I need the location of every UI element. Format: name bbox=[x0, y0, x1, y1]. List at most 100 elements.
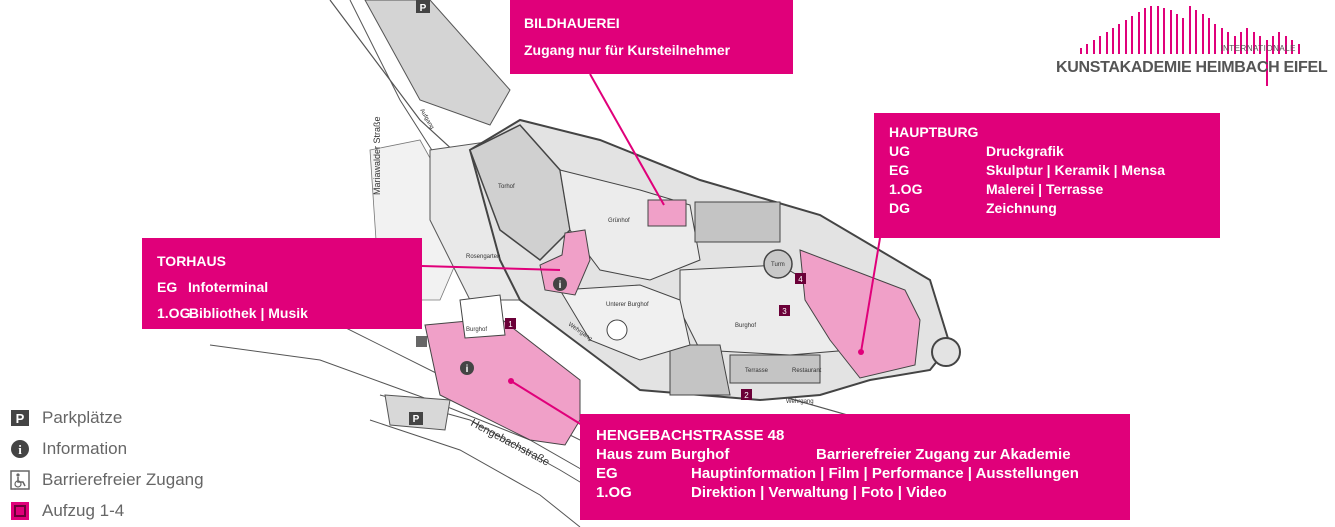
leader-torhaus bbox=[421, 265, 561, 271]
logo-title: KUNSTAKADEMIE HEIMBACH EIFEL bbox=[1056, 59, 1328, 76]
logo-bar bbox=[1182, 18, 1185, 54]
logo-bar bbox=[1163, 8, 1166, 54]
logo-bar bbox=[1188, 6, 1191, 54]
label-terrasse: Terrasse bbox=[745, 368, 769, 374]
svg-text:3: 3 bbox=[782, 307, 787, 316]
round-feature bbox=[606, 319, 628, 341]
svg-text:P: P bbox=[16, 411, 25, 426]
svg-text:P: P bbox=[413, 414, 420, 425]
label-turm: Turm bbox=[771, 262, 785, 268]
box-title: HAUPTBURG bbox=[889, 124, 979, 140]
logo-bar bbox=[1284, 36, 1287, 54]
logo-bar bbox=[1112, 28, 1114, 54]
box-row: 1.OG Bibliothek | Musik bbox=[157, 305, 308, 321]
svg-text:2: 2 bbox=[744, 391, 749, 400]
legend-item-parking: P Parkplätze bbox=[10, 402, 270, 433]
svg-text:4: 4 bbox=[798, 275, 803, 284]
svg-text:i: i bbox=[18, 442, 22, 457]
leader-hengebach bbox=[510, 380, 583, 426]
street-label-mariawalder: Mariawalder Straße bbox=[372, 116, 382, 195]
road-hengebach-b bbox=[369, 419, 581, 527]
logo-bar bbox=[1272, 36, 1274, 54]
svg-text:1: 1 bbox=[508, 320, 513, 329]
box-line: Zugang nur für Kursteilnehmer bbox=[524, 42, 731, 58]
box-title: HENGEBACHSTRASSE 48 bbox=[596, 427, 785, 444]
wheelchair-icon bbox=[416, 336, 427, 347]
building-strip bbox=[364, 0, 511, 126]
burghof-building bbox=[459, 294, 506, 339]
logo-bar bbox=[1176, 14, 1178, 54]
logo-bar bbox=[1131, 16, 1134, 54]
logo-bar bbox=[1208, 18, 1210, 54]
svg-text:i: i bbox=[559, 280, 562, 291]
label-gruenhof: Grünhof bbox=[608, 218, 630, 224]
building-east bbox=[694, 201, 781, 243]
leader-dot-hengebach bbox=[508, 378, 514, 384]
academy-logo: INTERNATIONALE KUNSTAKADEMIE HEIMBACH EI… bbox=[1050, 4, 1330, 88]
box-title: BILDHAUEREI bbox=[524, 15, 620, 31]
legend-label: Information bbox=[42, 438, 128, 458]
elevator-icon: 1 bbox=[505, 318, 516, 329]
logo-bar bbox=[1086, 44, 1089, 54]
logo-bar bbox=[1150, 6, 1153, 54]
logo-bar bbox=[1240, 32, 1242, 54]
logo-bar bbox=[1080, 48, 1082, 54]
info-icon: i bbox=[460, 361, 474, 375]
hauptburg-highlight bbox=[799, 249, 921, 379]
logo-separator bbox=[1266, 52, 1268, 86]
label-unterer-burghof: Unterer Burghof bbox=[606, 302, 649, 308]
parking-icon: P bbox=[10, 408, 30, 428]
elevator-icon: 3 bbox=[779, 305, 790, 316]
logo-bar bbox=[1233, 36, 1236, 54]
bildhauerei-highlight bbox=[647, 199, 687, 227]
logo-bar bbox=[1156, 6, 1159, 54]
legend-label: Parkplätze bbox=[42, 407, 123, 427]
legend-label: Aufzug 1-4 bbox=[42, 500, 125, 520]
label-torhof: Torhof bbox=[498, 184, 515, 190]
logo-subtitle: INTERNATIONALE bbox=[1220, 44, 1296, 53]
elevator-icon: 2 bbox=[741, 389, 752, 400]
logo-bar bbox=[1227, 32, 1230, 54]
logo-bar bbox=[1297, 44, 1300, 54]
logo-bar bbox=[1252, 32, 1255, 54]
logo-bar bbox=[1201, 14, 1204, 54]
terrasse-building bbox=[729, 354, 821, 384]
logo-bar bbox=[1099, 36, 1102, 54]
box-title: TORHAUS bbox=[157, 253, 226, 269]
logo-bar bbox=[1214, 24, 1217, 54]
logo-bar bbox=[1220, 28, 1223, 54]
info-icon: i bbox=[553, 277, 567, 291]
torhaus-highlight bbox=[539, 229, 591, 296]
leader-hauptburg bbox=[860, 237, 881, 353]
logo-bar bbox=[1137, 12, 1140, 54]
logo-bar bbox=[1105, 32, 1108, 54]
leader-dot-hauptburg bbox=[858, 349, 864, 355]
label-aufgang: Aufgang bbox=[418, 108, 434, 130]
map-legend: P Parkplätze i Information Barrierefreie… bbox=[10, 402, 270, 526]
hengebach-highlight bbox=[424, 317, 581, 446]
svg-text:i: i bbox=[466, 364, 469, 375]
label-burghof: Burghof bbox=[735, 323, 756, 329]
label-wehrgang-2: Wehrgang bbox=[786, 399, 814, 405]
svg-text:P: P bbox=[420, 3, 427, 14]
logo-bar bbox=[1118, 24, 1121, 54]
logo-bar bbox=[1259, 36, 1262, 54]
parking-icon: P bbox=[409, 412, 423, 425]
legend-item-elevator: Aufzug 1-4 bbox=[10, 495, 270, 526]
tower bbox=[763, 249, 793, 279]
logo-bar bbox=[1195, 10, 1198, 54]
logo-bar bbox=[1246, 28, 1249, 54]
wheelchair-icon bbox=[10, 469, 30, 490]
leader-bildhauerei bbox=[589, 73, 665, 206]
parking-icon: P bbox=[416, 0, 430, 14]
elevator-icon: 4 bbox=[795, 273, 806, 284]
